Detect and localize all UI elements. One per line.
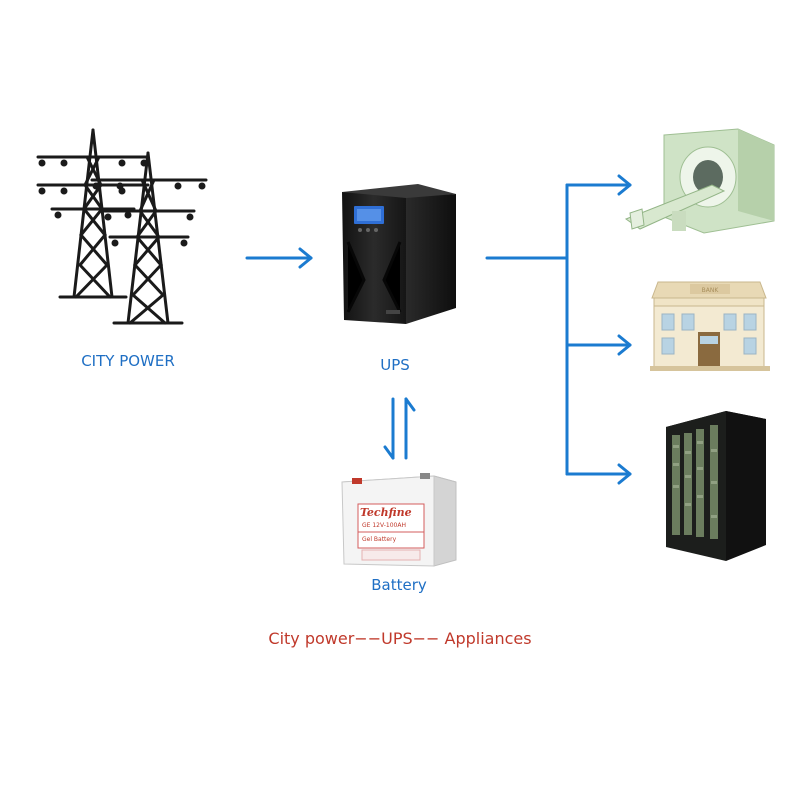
ct-scanner-icon — [624, 128, 775, 234]
ups-unit-icon — [342, 184, 456, 324]
battery-model: GE 12V-100AH — [362, 522, 406, 529]
battery-icon: Techfine GE 12V-100AH Gel Battery — [338, 468, 460, 570]
ups-label: UPS — [380, 356, 410, 374]
battery-brand: Techfine — [360, 506, 412, 519]
flow-caption: City power−−UPS−− Appliances — [268, 629, 532, 648]
server-rack-icon — [666, 411, 766, 561]
bank-sign: BANK — [702, 287, 720, 294]
arrow-ups-to-appliances — [485, 174, 632, 485]
transmission-tower-icon — [36, 128, 208, 325]
bank-building-icon: BANK — [650, 281, 770, 371]
battery-type: Gel Battery — [362, 536, 397, 543]
arrow-ups-battery-bidirectional — [383, 397, 416, 460]
city-power-label: CITY POWER — [81, 352, 175, 370]
arrow-city-to-ups — [245, 247, 313, 269]
battery-label: Battery — [371, 576, 427, 594]
